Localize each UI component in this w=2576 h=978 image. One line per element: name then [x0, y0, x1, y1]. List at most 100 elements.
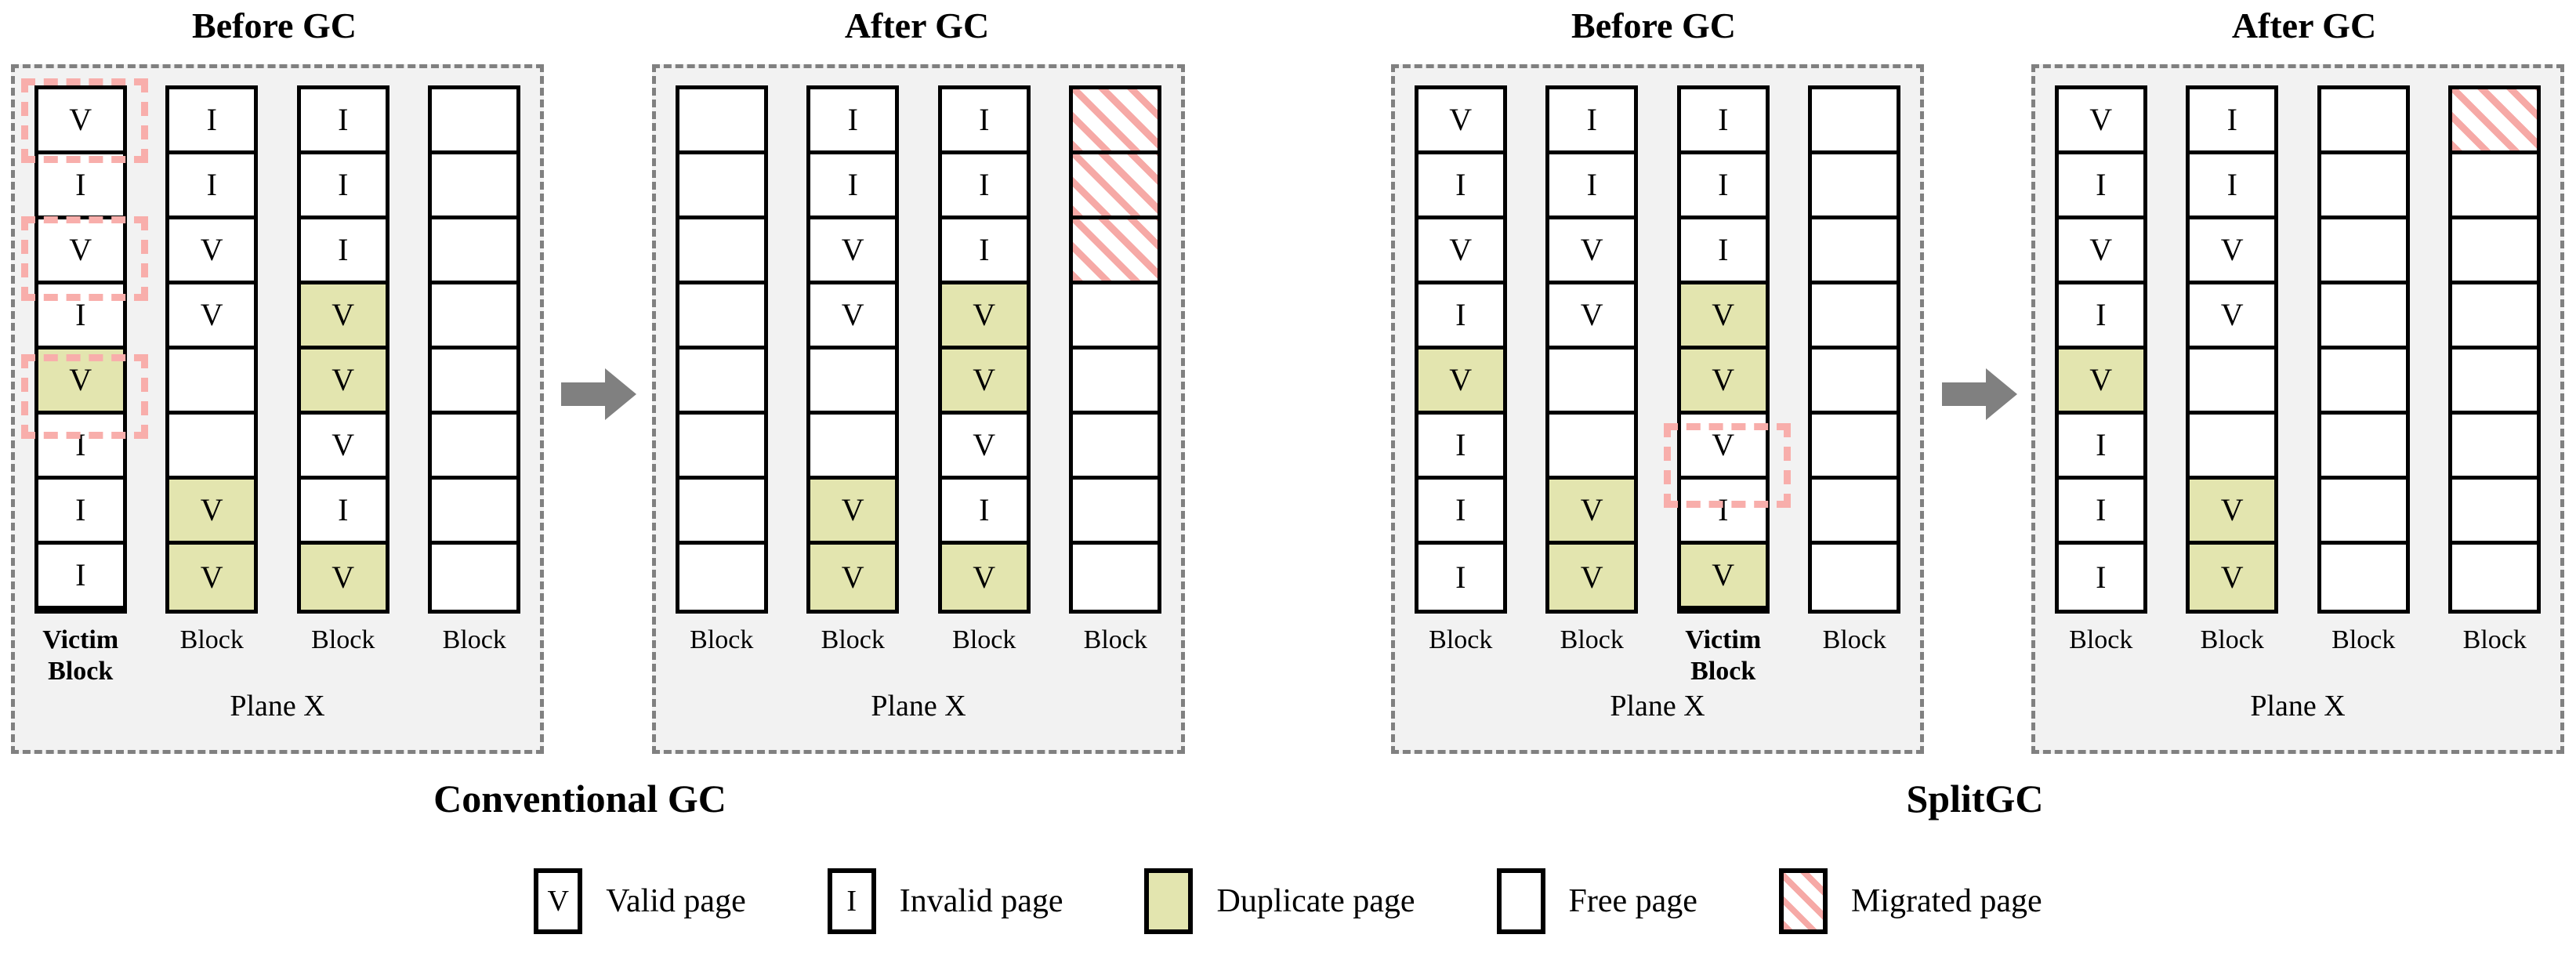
page-cell-dup: V [1549, 480, 1635, 545]
panel-title-splitgc-before: Before GC [1571, 5, 1736, 45]
page-cell-free [169, 350, 255, 415]
page-cell-migrated [2452, 89, 2538, 154]
page-cell-invalid: I [2190, 89, 2275, 154]
page-cell-valid: V [169, 284, 255, 350]
page-cell-invalid: I [1549, 154, 1635, 219]
legend-label: Duplicate page [1216, 883, 1415, 919]
page-cell-free [2321, 154, 2406, 219]
legend-label: Valid page [606, 883, 746, 919]
page-cell-invalid: I [810, 154, 896, 219]
block-page-stack [2317, 85, 2410, 614]
page-cell-valid: V [1680, 415, 1766, 480]
page-cell-valid: V [810, 219, 896, 284]
panel-title-conventional-before: Before GC [192, 5, 357, 45]
page-cell-free [810, 415, 896, 480]
page-cell-free [2452, 284, 2538, 350]
block-column: Block [2448, 85, 2542, 656]
page-cell-free [2452, 545, 2538, 610]
page-cell-invalid: I [1549, 89, 1635, 154]
page-cell-free [679, 415, 764, 480]
page-cell-dup: V [300, 284, 386, 350]
page-cell-dup: V [300, 350, 386, 415]
page-cell-free [1073, 284, 1158, 350]
block-label: Block [311, 625, 375, 654]
page-cell-invalid: I [941, 154, 1027, 219]
block-column: Block [2317, 85, 2410, 656]
legend-swatch-migrated-icon [1778, 868, 1828, 934]
plane-label: Plane X [1610, 690, 1705, 723]
page-cell-invalid: I [941, 480, 1027, 545]
page-cell-invalid: I [38, 154, 123, 219]
page-cell-invalid: I [1418, 480, 1503, 545]
page-cell-free [679, 89, 764, 154]
page-cell-free [2452, 219, 2538, 284]
page-cell-invalid: I [38, 415, 123, 480]
block-label: Block [821, 625, 885, 654]
legend-item-migrated: Migrated page [1778, 868, 2042, 934]
page-cell-invalid: I [1418, 284, 1503, 350]
page-cell-free [432, 545, 517, 610]
page-cell-invalid: I [300, 480, 386, 545]
page-cell-free [169, 415, 255, 480]
page-cell-free [432, 480, 517, 545]
page-cell-invalid: I [2058, 154, 2143, 219]
block-column: Block [1069, 85, 1162, 656]
victim-block-label: Victim Block [42, 625, 119, 686]
page-cell-migrated [1073, 89, 1158, 154]
page-cell-invalid: I [38, 545, 123, 610]
page-cell-invalid: I [300, 154, 386, 219]
legend-label: Free page [1568, 883, 1697, 919]
panel-title-conventional-after: After GC [844, 5, 990, 45]
page-cell-free [2452, 480, 2538, 545]
page-cell-dup: V [941, 350, 1027, 415]
page-cell-invalid: I [1680, 89, 1766, 154]
page-cell-free [679, 219, 764, 284]
page-cell-free [1812, 89, 1897, 154]
page-cell-free [679, 545, 764, 610]
victim-block-label: Victim Block [1685, 625, 1762, 686]
page-cell-migrated [1073, 219, 1158, 284]
page-cell-free [1073, 545, 1158, 610]
block-page-stack [1808, 85, 1901, 614]
legend-item-free: Free page [1496, 868, 1697, 934]
legend-label: Migrated page [1850, 883, 2042, 919]
page-cell-dup: V [169, 545, 255, 610]
page-cell-dup: V [1418, 350, 1503, 415]
block-label: Block [1429, 625, 1493, 654]
block-label: Block [1822, 625, 1886, 654]
page-cell-free [2452, 350, 2538, 415]
page-cell-invalid: I [169, 89, 255, 154]
block-label: Block [2200, 625, 2264, 654]
page-cell-free [432, 154, 517, 219]
panel-title-splitgc-after: After GC [2231, 5, 2377, 45]
page-cell-free [1812, 284, 1897, 350]
page-cell-free [810, 350, 896, 415]
block-column: Block [675, 85, 768, 656]
block-label: Block [2069, 625, 2133, 654]
page-cell-free [2321, 415, 2406, 480]
page-cell-dup: V [169, 480, 255, 545]
page-cell-dup: V [300, 545, 386, 610]
page-cell-free [2321, 350, 2406, 415]
page-cell-dup: V [2190, 480, 2275, 545]
page-cell-valid: V [1418, 89, 1503, 154]
page-cell-free [2321, 480, 2406, 545]
page-cell-invalid: I [1680, 154, 1766, 219]
page-cell-invalid: I [2058, 480, 2143, 545]
